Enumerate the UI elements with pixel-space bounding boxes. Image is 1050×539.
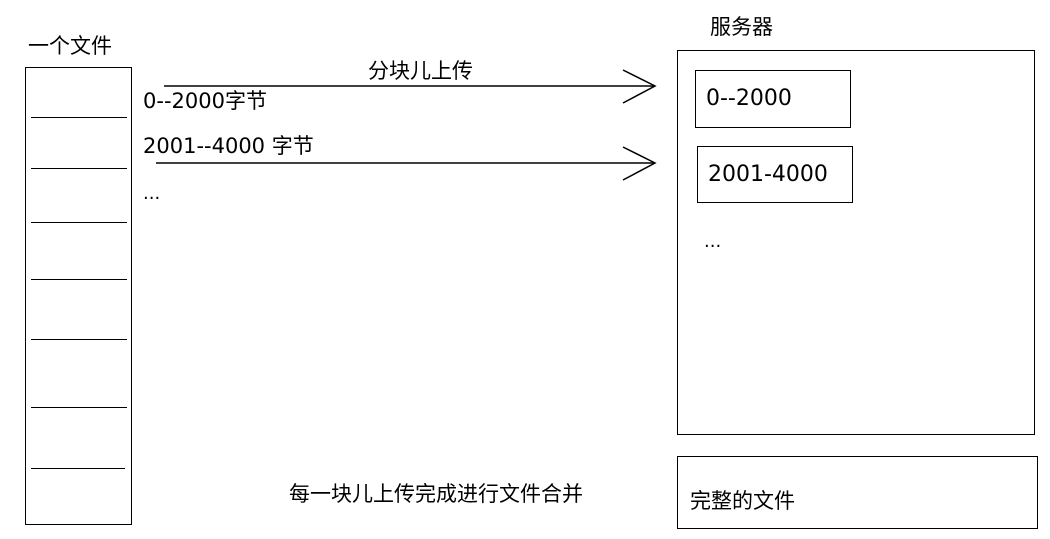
chunk-range-label-2: 2001--4000 字节 <box>143 134 314 158</box>
chunk-divider <box>31 222 127 223</box>
chunk-divider <box>31 279 127 280</box>
file-block <box>25 67 132 525</box>
chunk-divider <box>31 407 127 408</box>
chunk-divider <box>31 117 127 118</box>
server-title: 服务器 <box>710 15 773 39</box>
server-chunk-1: 0--2000 <box>695 70 851 128</box>
server-box <box>677 50 1035 435</box>
server-more-ellipsis: ... <box>704 231 722 252</box>
merged-file-label: 完整的文件 <box>690 489 795 513</box>
server-chunk-2: 2001-4000 <box>697 146 853 203</box>
file-title: 一个文件 <box>28 34 112 58</box>
chunk-divider <box>31 168 127 169</box>
merged-file-box <box>677 456 1038 529</box>
more-chunks-ellipsis: ... <box>143 183 161 204</box>
upload-arrow-2 <box>156 146 657 181</box>
upload-label: 分块儿上传 <box>368 59 473 83</box>
upload-arrow-1 <box>164 69 657 104</box>
merge-note: 每一块儿上传完成进行文件合并 <box>289 482 583 506</box>
chunk-divider <box>31 339 127 340</box>
chunk-divider <box>31 468 125 469</box>
chunk-range-label-1: 0--2000字节 <box>143 89 267 113</box>
